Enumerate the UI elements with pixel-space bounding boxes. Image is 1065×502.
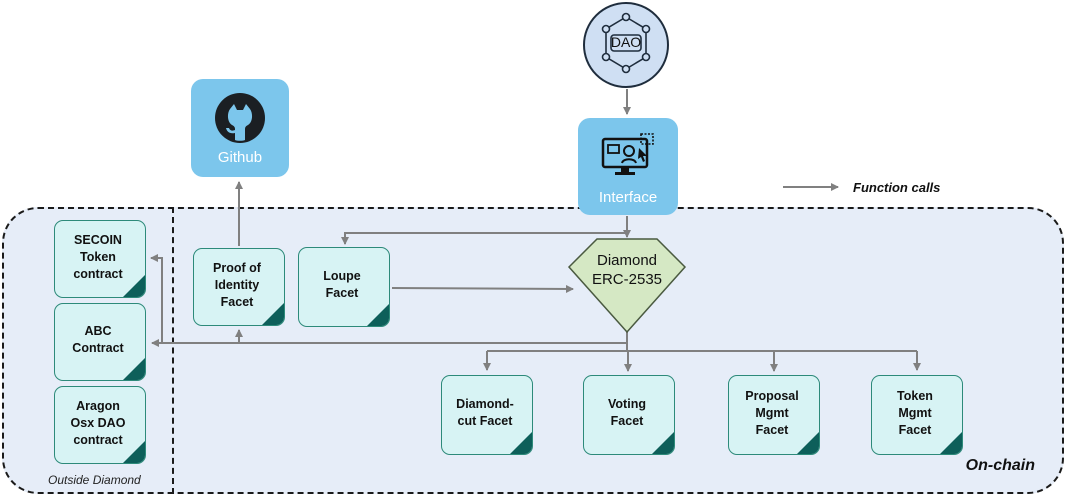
diamond-label-line1: Diamond (596, 252, 658, 269)
loupe-facet: Loupe Facet (298, 247, 390, 327)
proof-of-identity-facet: Proof of Identity Facet (193, 248, 285, 326)
abc-label: ABC Contract (72, 324, 124, 355)
github-node: Github (191, 79, 289, 177)
arrow-interface-to-loupe (341, 232, 627, 245)
secoin-label: SECOIN Token contract (73, 232, 123, 281)
proposal-mgmt-facet: Proposal Mgmt Facet (728, 375, 820, 455)
aragon-osx-dao-contract: Aragon Osx DAO contract (54, 386, 146, 464)
dao-network-icon (601, 12, 651, 74)
aragon-label: Aragon Osx DAO contract (70, 398, 126, 447)
github-label: Github (217, 149, 263, 166)
diamond-cut-label: Diamond- cut Facet (456, 397, 514, 428)
monitor-user-icon (601, 133, 654, 175)
outside-diamond-divider (172, 207, 174, 494)
outside-diamond-label: Outside Diamond (48, 473, 141, 487)
secoin-token-contract: SECOIN Token contract (54, 220, 146, 298)
diamond-node: Diamond ERC-2535 (569, 251, 685, 289)
on-chain-label: On-chain (965, 457, 1035, 474)
dao-node: DAO (583, 2, 669, 88)
token-mgmt-label: Token Mgmt Facet (897, 388, 933, 437)
loupe-label: Loupe Facet (323, 269, 361, 300)
diamond-cut-facet: Diamond- cut Facet (441, 375, 533, 455)
voting-facet: Voting Facet (583, 375, 675, 455)
proof-of-identity-label: Proof of Identity Facet (213, 260, 261, 309)
diamond-label-line2: ERC-2535 (591, 271, 663, 288)
interface-node: Interface (578, 118, 678, 215)
github-icon (215, 93, 265, 143)
legend-function-calls: Function calls (853, 180, 941, 195)
proposal-mgmt-label: Proposal Mgmt Facet (745, 388, 799, 437)
interface-label: Interface (598, 189, 658, 206)
arrow-to-secoin (150, 254, 163, 343)
token-mgmt-facet: Token Mgmt Facet (871, 375, 963, 455)
arrow-loupe-to-diamond (391, 284, 574, 293)
abc-contract: ABC Contract (54, 303, 146, 381)
voting-label: Voting Facet (608, 397, 646, 428)
dao-label: DAO (610, 34, 642, 50)
